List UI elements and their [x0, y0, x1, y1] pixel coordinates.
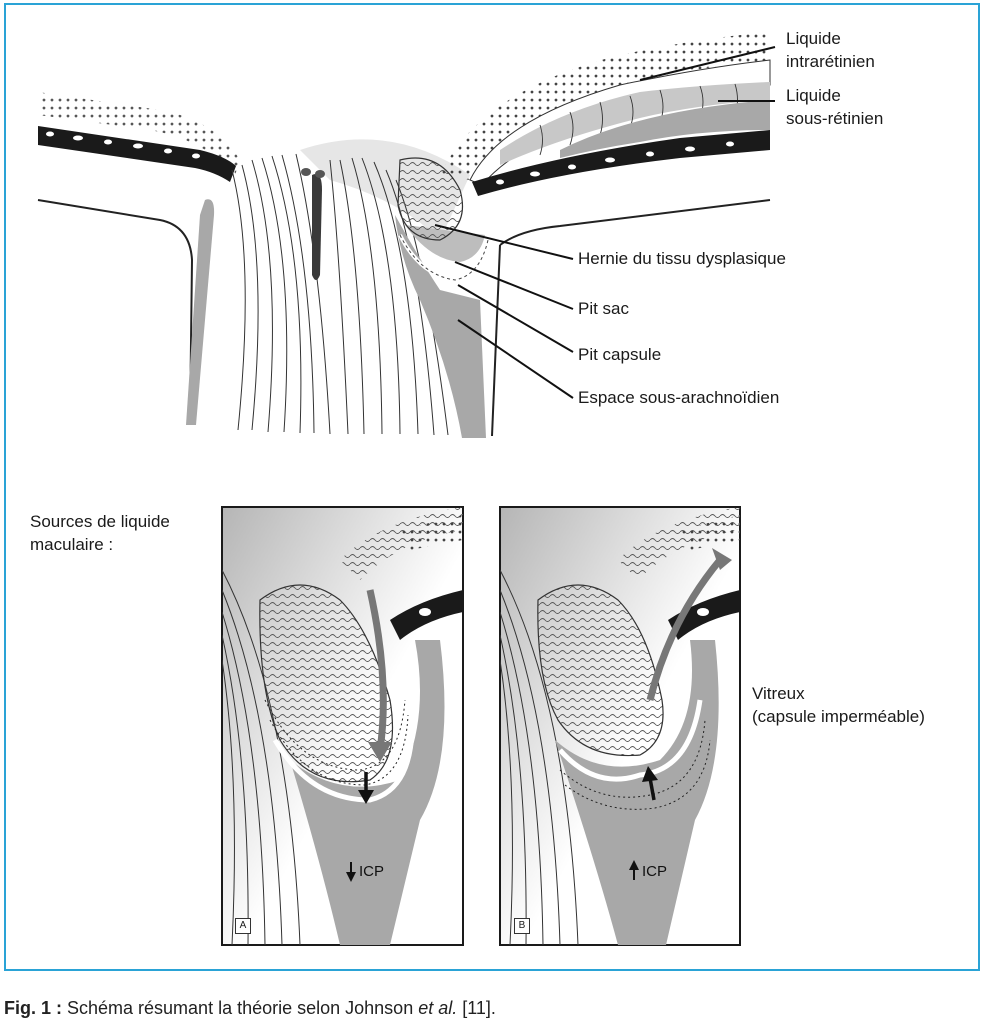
leader-lines — [434, 46, 776, 399]
caption-prefix: Fig. 1 : — [4, 998, 62, 1018]
panel-tag-a: A — [235, 918, 251, 934]
panel-tag-b: B — [514, 918, 530, 934]
pit-sac-label: Pit sac — [578, 299, 630, 318]
caption-italic: et al. — [418, 998, 458, 1018]
top-illustration — [37, 32, 776, 438]
left-rpe-band — [38, 126, 236, 182]
panel-b — [499, 506, 741, 946]
dysplastic-herniation-label: Hernie du tissu dysplasique — [578, 249, 786, 268]
right-rpe-band — [472, 130, 770, 196]
subretinal-fluid-label: Liquide sous-rétinien — [786, 86, 884, 128]
subretinal-fluid — [560, 100, 770, 158]
sources-heading: Sources de liquide maculaire : — [30, 512, 170, 554]
icp-label-b: ICP — [642, 863, 668, 880]
icp-label-a: ICP — [359, 863, 385, 880]
subarachnoid-space-label: Espace sous-arachnoïdien — [578, 388, 780, 407]
panel-a — [221, 506, 464, 946]
left-retina-dots — [38, 92, 240, 175]
figure-caption: Fig. 1 : Schéma résumant la théorie selo… — [4, 998, 496, 1019]
caption-text: Schéma résumant la théorie selon Johnson — [62, 998, 419, 1018]
intraretinal-fluid-label: Liquide intrarétinien — [786, 29, 875, 71]
subarachnoid-space — [395, 215, 486, 438]
nerve-fibers — [231, 153, 449, 436]
pit-capsule-label: Pit capsule — [578, 345, 662, 364]
dysplastic-tissue — [397, 157, 464, 241]
vitreous-label: Vitreux (capsule imperméable) — [752, 684, 925, 726]
caption-ref: [11]. — [457, 998, 496, 1018]
